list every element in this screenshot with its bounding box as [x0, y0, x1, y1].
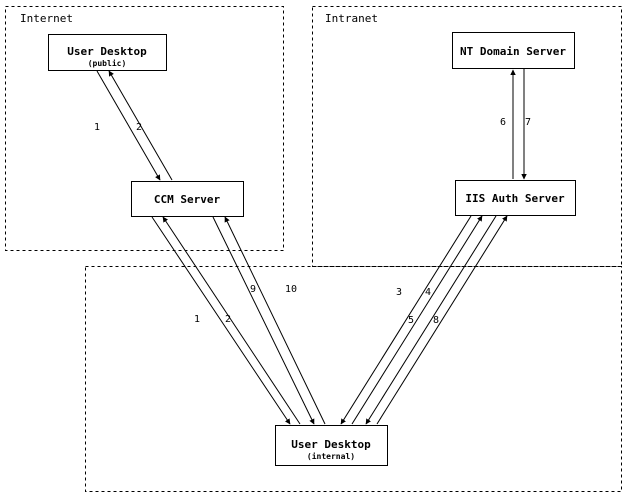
zone-internet: Internet — [5, 6, 284, 251]
flow-label-8: 8 — [433, 315, 439, 326]
flow-label-3: 3 — [396, 287, 402, 298]
flow-label-4: 4 — [425, 287, 431, 298]
node-user-desktop-internal-subtitle: (internal) — [307, 451, 355, 461]
node-user-desktop-public-title: User Desktop — [67, 45, 147, 58]
flow-line-1-public-to-ccm — [96, 70, 161, 181]
flow-line-9-ccm-to-internal — [212, 216, 315, 425]
zone-intranet: Intranet — [312, 6, 622, 267]
flow-label-7: 7 — [525, 117, 531, 128]
node-nt-domain-server[interactable]: NT Domain Server — [452, 32, 575, 69]
node-user-desktop-public-box[interactable] — [48, 34, 167, 71]
node-ccm-server-box[interactable] — [131, 181, 244, 217]
zone-internal-border — [85, 266, 622, 492]
zone-intranet-label: Intranet — [325, 12, 378, 25]
flow-line-2-ccm-to-public — [108, 70, 173, 181]
flow-line-4-internal-to-iis — [351, 215, 483, 425]
zone-internet-border — [5, 6, 284, 251]
zone-intranet-border — [312, 6, 622, 267]
node-ccm-server-title: CCM Server — [154, 193, 221, 206]
flow-label-10: 10 — [285, 284, 297, 295]
node-user-desktop-internal[interactable]: User Desktop (internal) — [275, 425, 388, 466]
node-user-desktop-public[interactable]: User Desktop (public) — [48, 34, 167, 71]
flow-label-1-internal: 1 — [194, 314, 200, 325]
node-nt-domain-server-title: NT Domain Server — [460, 45, 566, 58]
flow-label-6: 6 — [500, 117, 506, 128]
flow-line-8-internal-to-iis — [376, 215, 508, 425]
flow-label-1-public: 1 — [94, 122, 100, 133]
node-nt-domain-server-box[interactable] — [452, 32, 575, 69]
flow-label-2-public: 2 — [136, 122, 142, 133]
node-user-desktop-internal-box[interactable] — [275, 425, 388, 466]
flow-label-9: 9 — [250, 284, 256, 295]
flow-line-1-ccm-to-internal — [151, 216, 291, 425]
node-user-desktop-internal-title: User Desktop — [291, 438, 371, 451]
flow-line-10-internal-to-ccm — [224, 216, 326, 425]
node-iis-auth-server-box[interactable] — [455, 180, 576, 216]
flow-label-2-internal: 2 — [225, 314, 231, 325]
node-ccm-server[interactable]: CCM Server — [131, 181, 244, 217]
flow-line-3-iis-to-internal — [340, 215, 472, 425]
node-iis-auth-server-title: IIS Auth Server — [465, 192, 565, 205]
flow-label-5: 5 — [408, 315, 414, 326]
node-iis-auth-server[interactable]: IIS Auth Server — [455, 180, 576, 216]
zone-internet-label: Internet — [20, 12, 73, 25]
flow-line-2-internal-to-ccm — [162, 216, 301, 425]
zone-internal-network — [85, 266, 622, 492]
flow-line-5-iis-to-internal — [365, 215, 497, 425]
node-user-desktop-public-subtitle: (public) — [88, 58, 127, 68]
